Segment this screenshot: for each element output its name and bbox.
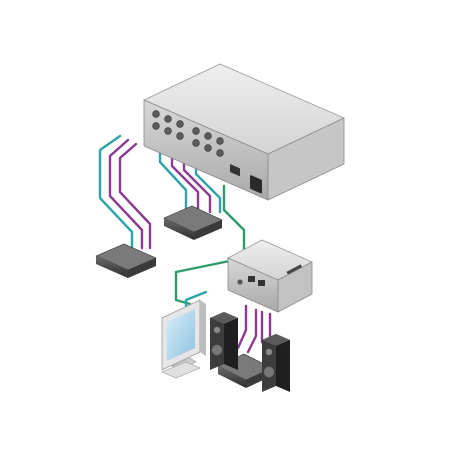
remote-unit [227, 239, 313, 313]
main-unit [143, 63, 345, 201]
audio-cable-source-a-1 [108, 138, 144, 250]
speaker-right-woofer [263, 366, 275, 378]
remote-unit-port-1 [248, 276, 255, 282]
audio-cable-remote-to-player-1 [236, 304, 248, 350]
audio-cable-source-a-2 [118, 142, 152, 250]
audio-cable-source-b-2 [182, 156, 212, 214]
video-cable-source-a [98, 134, 134, 250]
source-a [95, 243, 157, 278]
main-unit-power-socket [250, 175, 262, 194]
remote-unit-side [277, 261, 313, 313]
speaker-left-woofer [211, 344, 223, 356]
main-unit-connectors [152, 110, 224, 157]
audio-cable-remote-to-player-2 [246, 308, 258, 354]
monitor-screen [167, 309, 195, 361]
speaker-left-tweeter [213, 326, 221, 334]
main-unit-side [267, 117, 345, 201]
speaker-right [262, 334, 290, 392]
remote-unit-connector [237, 279, 243, 285]
speaker-right-tweeter [265, 348, 273, 356]
monitor [161, 299, 206, 379]
monitor-side [200, 300, 206, 356]
source-b [163, 205, 223, 240]
main-unit-data-port [230, 164, 240, 177]
remote-unit-logo [286, 264, 303, 275]
speaker-left [210, 312, 238, 370]
monitor-base [161, 361, 201, 379]
remote-unit-port-2 [258, 280, 265, 286]
video-cable-source-b [158, 148, 188, 214]
